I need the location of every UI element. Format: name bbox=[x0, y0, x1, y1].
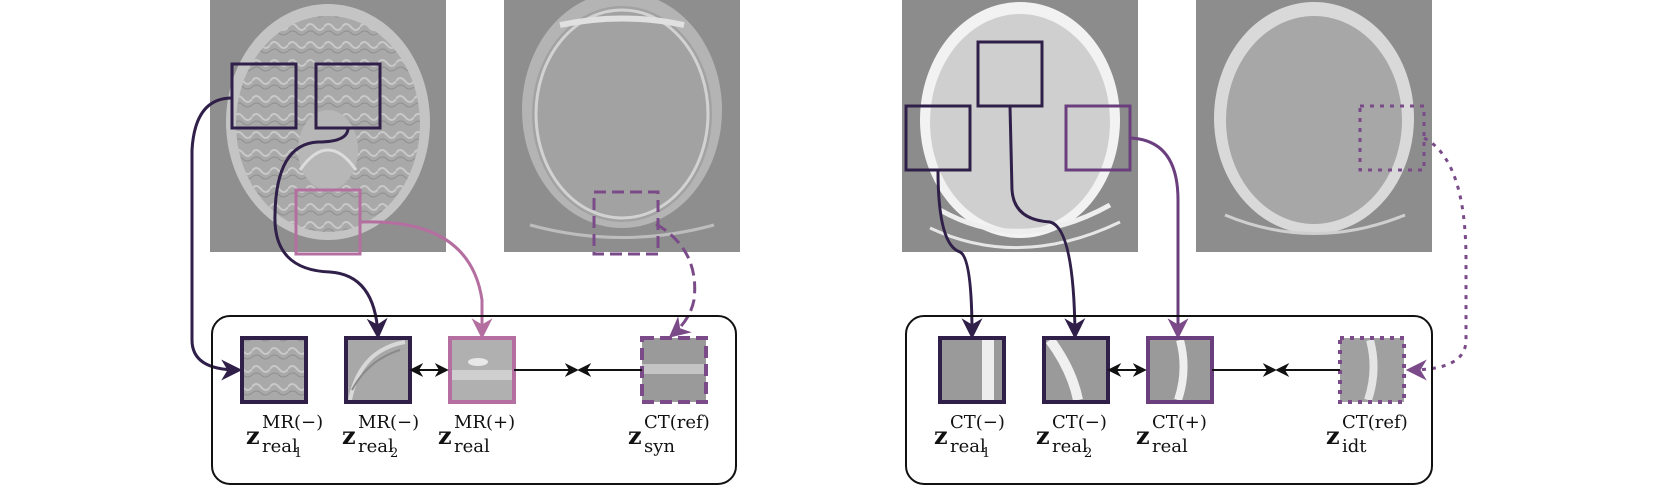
arrow-syn-ct bbox=[655, 222, 697, 338]
svg-text:real: real bbox=[950, 436, 986, 457]
patch-mr-neg2 bbox=[344, 336, 412, 404]
idt-ct-ref-box bbox=[1358, 104, 1426, 172]
patch-ct-neg2 bbox=[1042, 336, 1110, 404]
right-embedding-panel bbox=[905, 315, 1433, 485]
svg-text:2: 2 bbox=[390, 446, 398, 461]
svg-text:real: real bbox=[358, 436, 394, 457]
svg-text:syn: syn bbox=[644, 436, 675, 457]
label-left-1: z MR(−) real 1 bbox=[246, 412, 323, 461]
svg-text:1: 1 bbox=[294, 446, 302, 461]
svg-text:real: real bbox=[1152, 436, 1188, 457]
patch-idt-ct-ref bbox=[1338, 336, 1406, 404]
arrow-ct-neg1 bbox=[936, 169, 983, 340]
idt-ct-image bbox=[1196, 0, 1432, 252]
svg-text:2: 2 bbox=[1084, 446, 1092, 461]
mr-neg1-box bbox=[230, 62, 298, 130]
svg-text:z: z bbox=[342, 421, 356, 450]
syn-ct-image bbox=[504, 0, 740, 252]
real-ct-image bbox=[902, 0, 1138, 252]
arrow-mr-pos bbox=[359, 220, 493, 340]
arrow-ct-pos bbox=[1129, 136, 1189, 340]
svg-text:z: z bbox=[1136, 421, 1150, 450]
label-right-2: z CT(−) real 2 bbox=[1036, 412, 1107, 461]
svg-text:z: z bbox=[934, 421, 948, 450]
svg-text:z: z bbox=[246, 421, 260, 450]
svg-text:MR(−): MR(−) bbox=[358, 412, 419, 433]
patch-mr-pos bbox=[448, 336, 516, 404]
svg-text:z: z bbox=[1326, 421, 1340, 450]
svg-text:z: z bbox=[1036, 421, 1050, 450]
label-right-3: z CT(+) real bbox=[1136, 412, 1207, 457]
label-left-2: z MR(−) real 2 bbox=[342, 412, 419, 461]
arrow-mr-neg2 bbox=[273, 127, 388, 340]
label-right-4: z CT(ref) idt bbox=[1326, 412, 1408, 457]
svg-text:real: real bbox=[1052, 436, 1088, 457]
arrow-ct-neg2 bbox=[1008, 105, 1086, 340]
left-embedding-panel bbox=[211, 315, 737, 485]
patch-syn-ct-ref bbox=[640, 336, 708, 404]
svg-text:CT(−): CT(−) bbox=[950, 412, 1005, 433]
svg-text:CT(ref): CT(ref) bbox=[1342, 412, 1408, 433]
svg-text:z: z bbox=[438, 421, 452, 450]
mr-image bbox=[210, 0, 446, 252]
svg-text:CT(+): CT(+) bbox=[1152, 412, 1207, 433]
patch-mr-neg1 bbox=[240, 336, 308, 404]
patch-ct-neg1 bbox=[938, 336, 1006, 404]
syn-ct-ref-box bbox=[592, 190, 660, 256]
label-left-4: z CT(ref) syn bbox=[628, 412, 710, 457]
svg-text:CT(−): CT(−) bbox=[1052, 412, 1107, 433]
label-left-3: z MR(+) real bbox=[438, 412, 515, 457]
svg-text:real: real bbox=[454, 436, 490, 457]
arrow-idt-ct bbox=[1405, 136, 1468, 381]
svg-text:MR(+): MR(+) bbox=[454, 412, 515, 433]
svg-text:z: z bbox=[628, 421, 642, 450]
svg-text:1: 1 bbox=[982, 446, 990, 461]
patch-ct-pos bbox=[1146, 336, 1214, 404]
svg-text:CT(ref): CT(ref) bbox=[644, 412, 710, 433]
svg-text:real: real bbox=[262, 436, 298, 457]
svg-text:MR(−): MR(−) bbox=[262, 412, 323, 433]
label-right-1: z CT(−) real 1 bbox=[934, 412, 1005, 461]
svg-text:idt: idt bbox=[1342, 436, 1367, 457]
